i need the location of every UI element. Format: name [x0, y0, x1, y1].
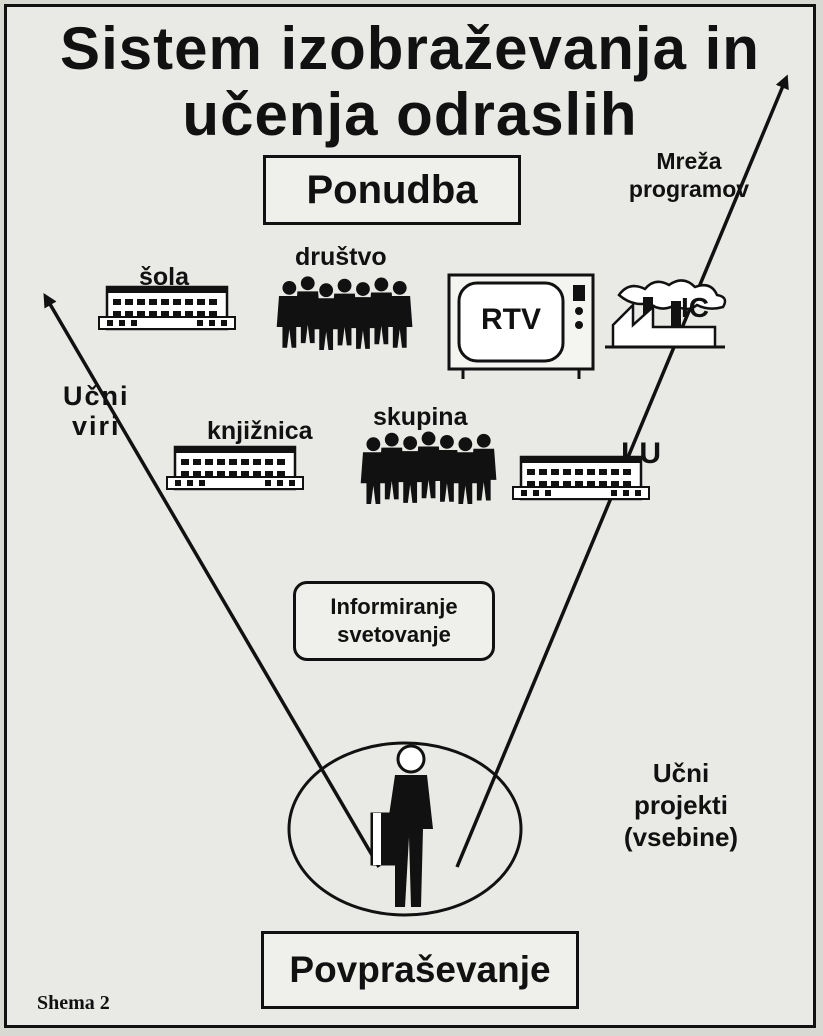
title-line-2: učenja odraslih: [182, 81, 638, 148]
learner-ellipse: [287, 741, 523, 917]
diagram-panel: Sistem izobraževanja in učenja odraslih …: [4, 4, 816, 1028]
group-label: skupina: [373, 403, 468, 431]
info-box-line-2: svetovanje: [337, 622, 451, 647]
library-label: knjižnica: [207, 417, 313, 445]
diagram-graphics: RTV IC: [43, 74, 789, 917]
right-arrow-label-line-3: (vsebine): [623, 822, 739, 852]
left-arrow-label: Učni viri: [63, 381, 130, 441]
right-arrow-label-line-1: Učni: [652, 758, 710, 788]
tv-label: RTV: [481, 303, 541, 336]
title-line-1: Sistem izobraževanja in: [60, 15, 760, 82]
network-label: Mreža programov: [609, 147, 769, 203]
tv-icon: [447, 273, 595, 379]
info-box-line-1: Informiranje: [330, 594, 458, 619]
left-arrow-label-line-1: Učni: [63, 381, 130, 411]
factory-icon: [605, 279, 727, 349]
learner-icon: [370, 744, 433, 907]
left-arrow-label-line-2: viri: [71, 411, 121, 441]
network-label-line-2: programov: [628, 176, 750, 202]
info-box: Informiranje svetovanje: [293, 581, 495, 661]
library-building-icon: [165, 445, 305, 491]
society-label: društvo: [295, 243, 387, 271]
society-people-icon: [276, 276, 413, 350]
right-arrow-label: Učni projekti (vsebine): [601, 757, 761, 853]
right-arrow-label-line-2: projekti: [634, 790, 728, 820]
left-arrow: [43, 292, 381, 868]
school-building-icon: [97, 285, 237, 331]
demand-box: Povpraševanje: [261, 931, 579, 1009]
offer-box: Ponudba: [263, 155, 521, 225]
factory-label: IC: [681, 292, 709, 323]
lu-building-icon: [511, 455, 651, 501]
group-people-icon: [360, 431, 497, 504]
network-label-line-1: Mreža: [656, 148, 722, 174]
figure-caption: Shema 2: [37, 992, 110, 1014]
